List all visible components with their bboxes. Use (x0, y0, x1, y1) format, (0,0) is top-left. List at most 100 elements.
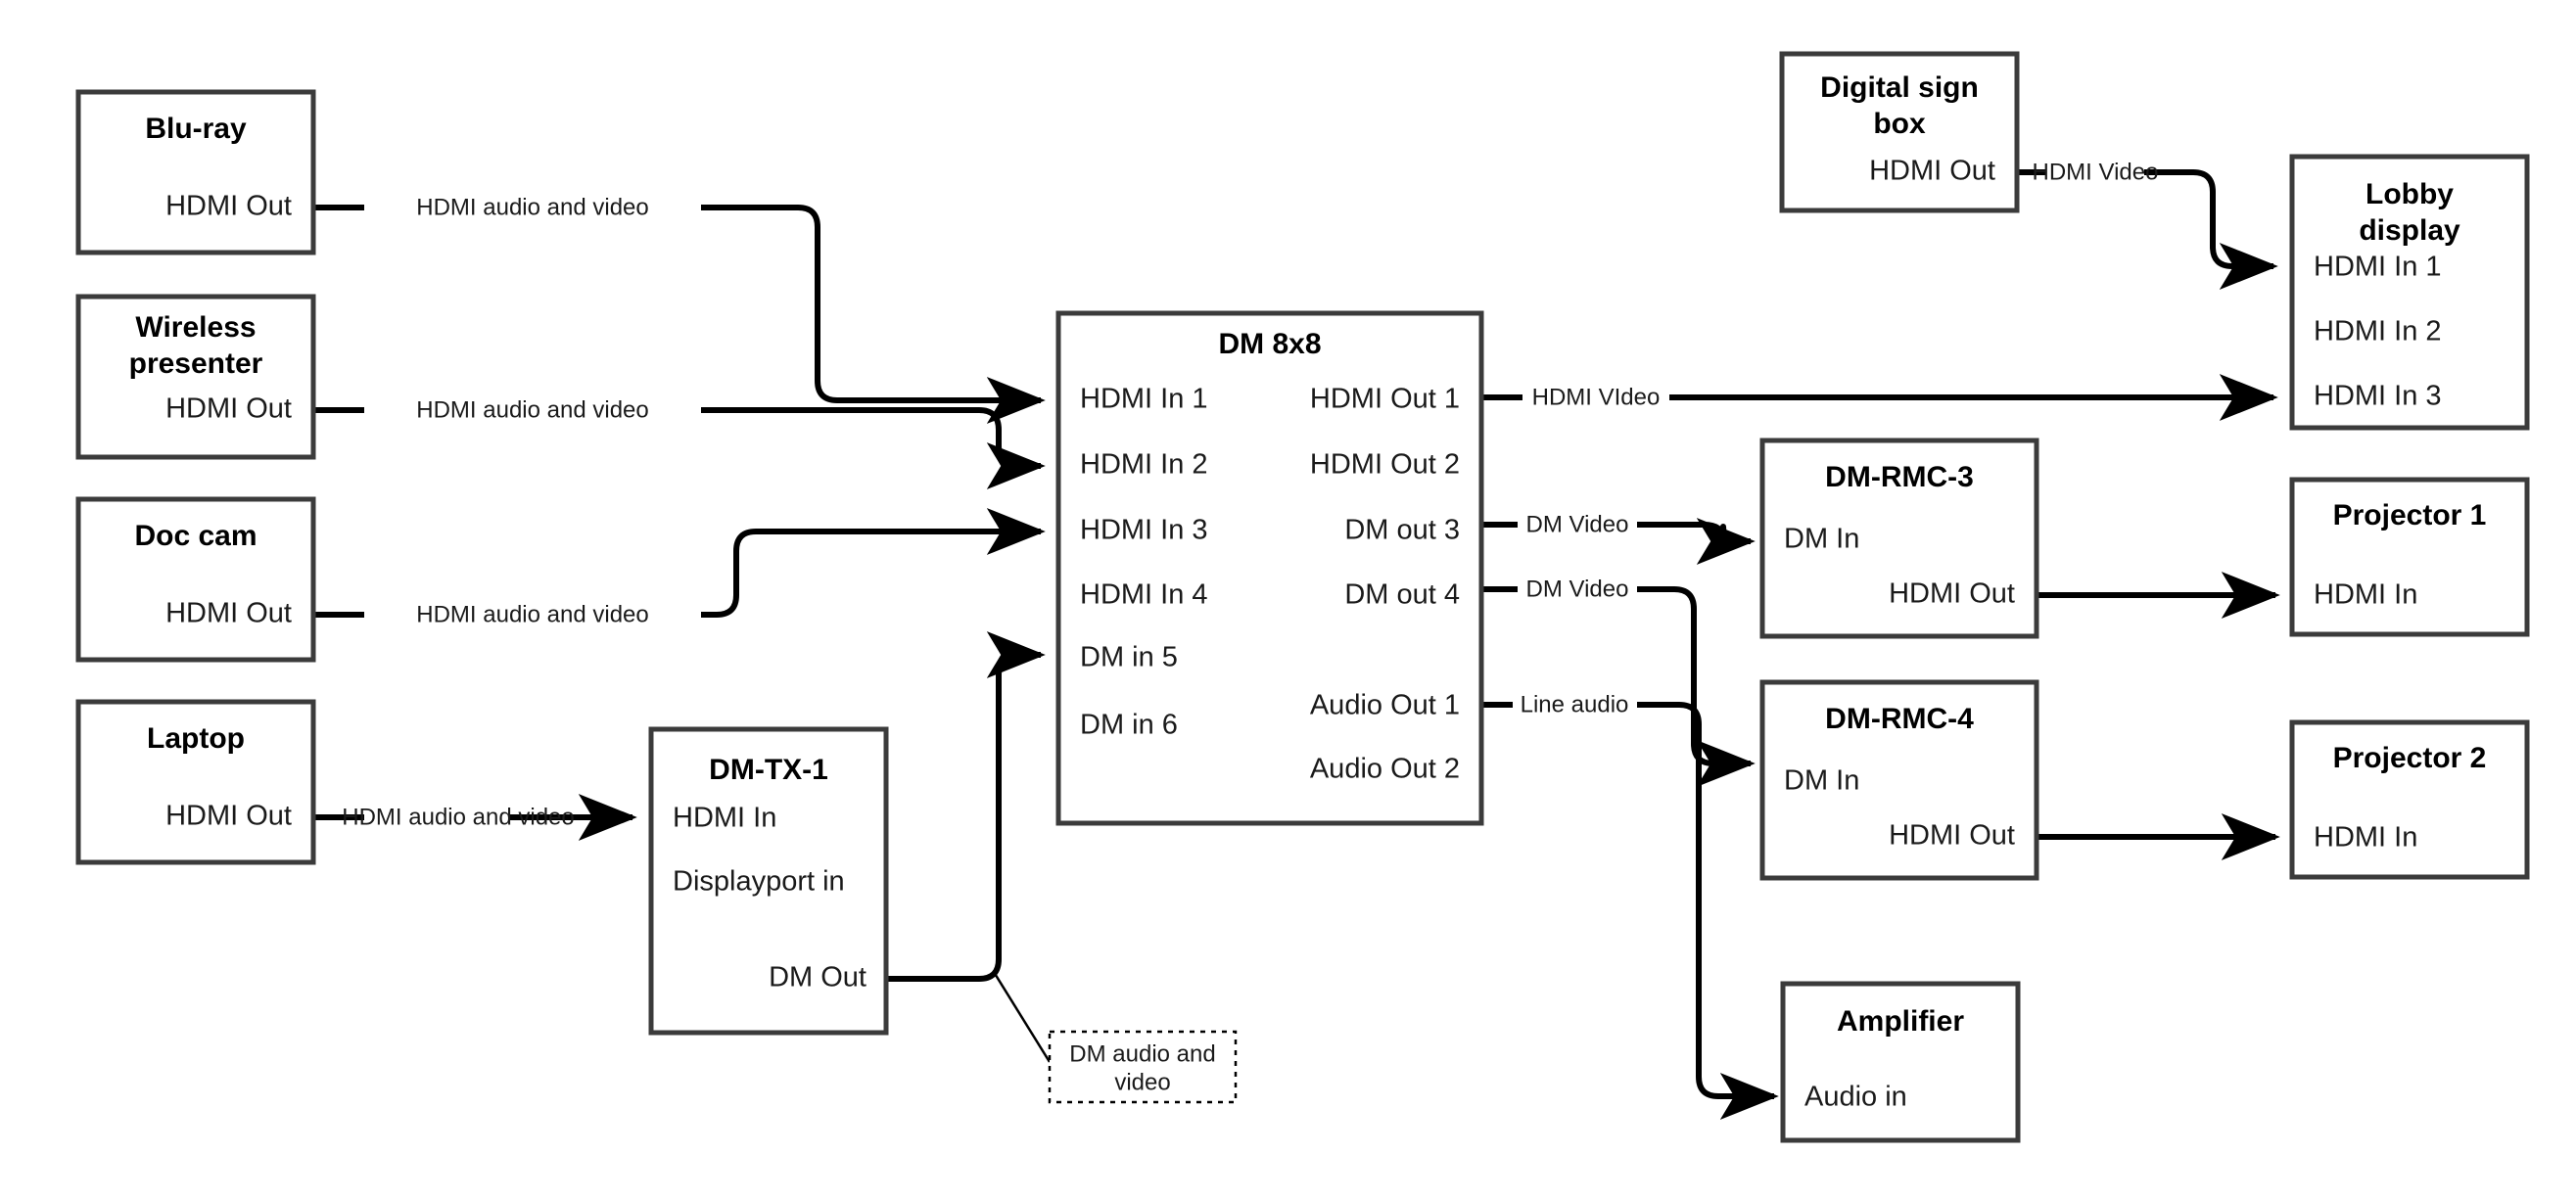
edge-label-hdmi-video-sign: HDMI Video (2033, 159, 2159, 185)
port-dm-8x8-hdmi-in-3: HDMI In 3 (1080, 515, 1208, 546)
port-wireless-presenter-hdmi-out: HDMI Out (165, 393, 292, 425)
node-amplifier[interactable]: Amplifier Audio in (1780, 981, 2021, 1143)
edge-wireless-to-hdmi-in-2: HDMI audio and video (313, 396, 1046, 489)
node-box-rect (2289, 719, 2530, 880)
callout-label-line1: DM audio and (1069, 1040, 1215, 1067)
node-title-wireless-presenter-line1: Wireless (135, 311, 256, 344)
port-doc-cam-hdmi-out: HDMI Out (165, 598, 292, 629)
node-box-rect (75, 89, 316, 255)
wire-segment (701, 205, 1046, 424)
wire-segment (1637, 518, 1756, 565)
edge-laptop-to-dmtx1: HDMI audio and video (313, 794, 637, 841)
wire-segment (1637, 586, 1756, 787)
wire-segment (2144, 169, 2278, 290)
port-dm-8x8-dm-in-6: DM in 6 (1080, 710, 1178, 741)
port-dm-rmc-3-hdmi-out: HDMI Out (1889, 578, 2015, 610)
node-title-wireless-presenter-line2: presenter (129, 347, 263, 380)
node-title-dm-rmc-3: DM-RMC-3 (1825, 461, 1974, 493)
wire-segment (701, 508, 1046, 618)
node-title-projector-1: Projector 1 (2333, 499, 2487, 531)
callout-box-rect (1048, 1030, 1238, 1104)
node-box-rect (1055, 310, 1484, 826)
node-box-rect (75, 699, 316, 865)
port-dm-8x8-audio-out-2: Audio Out 2 (1310, 754, 1460, 785)
node-box-rect (648, 726, 889, 1036)
node-dm-8x8[interactable]: DM 8x8 HDMI In 1 HDMI In 2 HDMI In 3 HDM… (1055, 310, 1484, 826)
port-dm-tx-1-displayport-in: Displayport in (673, 866, 845, 898)
port-lobby-display-hdmi-in-2: HDMI In 2 (2314, 316, 2442, 347)
node-title-dm-8x8: DM 8x8 (1218, 328, 1321, 360)
port-dm-tx-1-hdmi-in: HDMI In (673, 803, 776, 834)
edge-sign-to-lobby-in-1: HDMI Video (2017, 159, 2278, 290)
node-dm-rmc-3[interactable]: DM-RMC-3 DM In HDMI Out (1759, 438, 2039, 639)
port-projector-1-hdmi-in: HDMI In (2314, 579, 2417, 611)
node-title-lobby-display-line2: display (2359, 214, 2460, 247)
node-projector-2[interactable]: Projector 2 HDMI In (2289, 719, 2530, 880)
edge-label-wireless: HDMI audio and video (416, 396, 648, 423)
wire-segment (701, 407, 1046, 489)
edge-label-bluray: HDMI audio and video (416, 194, 648, 220)
node-doc-cam[interactable]: Doc cam HDMI Out (75, 496, 316, 663)
node-dm-rmc-4[interactable]: DM-RMC-4 DM In HDMI Out (1759, 679, 2039, 881)
node-wireless-presenter[interactable]: Wireless presenter HDMI Out (75, 294, 316, 460)
node-title-amplifier: Amplifier (1837, 1005, 1964, 1038)
callout-label-line2: video (1114, 1069, 1170, 1095)
edge-bluray-to-hdmi-in-1: HDMI audio and video (313, 194, 1046, 424)
node-box-rect (2289, 154, 2530, 431)
node-projector-1[interactable]: Projector 1 HDMI In (2289, 477, 2530, 637)
port-lobby-display-hdmi-in-3: HDMI In 3 (2314, 381, 2442, 412)
edge-label-hdmi-video-out1: HDMI VIdeo (1532, 384, 1661, 410)
port-dm-rmc-3-dm-in: DM In (1784, 524, 1859, 555)
node-box-rect (1780, 981, 2021, 1143)
callout-dm-audio-and-video: DM audio and video (1048, 1030, 1238, 1104)
node-title-doc-cam: Doc cam (134, 520, 257, 552)
edge-dm-out-4-to-rmc4: DM Video (1481, 576, 1756, 787)
node-title-digital-sign-box-line2: box (1873, 108, 1926, 140)
port-dm-8x8-hdmi-in-2: HDMI In 2 (1080, 449, 1208, 481)
edge-label-doccam: HDMI audio and video (416, 601, 648, 627)
node-dm-tx-1[interactable]: DM-TX-1 HDMI In Displayport in DM Out (648, 726, 889, 1036)
port-dm-8x8-hdmi-in-4: HDMI In 4 (1080, 579, 1208, 611)
port-dm-8x8-audio-out-1: Audio Out 1 (1310, 690, 1460, 721)
node-digital-sign-box[interactable]: Digital sign box HDMI Out (1779, 51, 2020, 213)
edge-label-dm-video-3: DM Video (1526, 511, 1629, 537)
edge-audio-out-1-to-amplifier: Line audio (1481, 691, 1779, 1120)
port-dm-8x8-dm-out-3: DM out 3 (1344, 515, 1460, 546)
node-blu-ray[interactable]: Blu-ray HDMI Out (75, 89, 316, 255)
port-dm-rmc-4-dm-in: DM In (1784, 765, 1859, 797)
edge-dmtx1-to-dm-in-5 (886, 631, 1052, 1063)
node-box-rect (75, 496, 316, 663)
port-dm-8x8-dm-out-4: DM out 4 (1344, 579, 1460, 611)
node-box-rect (1759, 679, 2039, 881)
edge-hdmi-out-1-to-lobby-in-3: HDMI VIdeo (1481, 374, 2278, 421)
port-amplifier-audio-in: Audio in (1804, 1082, 1907, 1113)
node-title-lobby-display-line1: Lobby (2365, 178, 2454, 210)
port-dm-rmc-4-hdmi-out: HDMI Out (1889, 820, 2015, 852)
edge-doccam-to-hdmi-in-3: HDMI audio and video (313, 508, 1046, 627)
node-lobby-display[interactable]: Lobby display HDMI In 1 HDMI In 2 HDMI I… (2289, 154, 2530, 431)
node-box-rect (75, 294, 316, 460)
port-dm-8x8-hdmi-out-1: HDMI Out 1 (1310, 384, 1460, 415)
node-laptop[interactable]: Laptop HDMI Out (75, 699, 316, 865)
port-dm-tx-1-dm-out: DM Out (769, 962, 866, 993)
edge-label-laptop: HDMI audio and video (342, 804, 574, 830)
node-title-blu-ray: Blu-ray (145, 113, 247, 145)
port-lobby-display-hdmi-in-1: HDMI In 1 (2314, 252, 2442, 283)
port-dm-8x8-hdmi-out-2: HDMI Out 2 (1310, 449, 1460, 481)
edge-label-line-audio: Line audio (1521, 691, 1629, 717)
port-projector-2-hdmi-in: HDMI In (2314, 822, 2417, 854)
wire-segment (886, 631, 1046, 982)
port-dm-8x8-dm-in-5: DM in 5 (1080, 642, 1178, 673)
callout-leader-line (992, 971, 1052, 1063)
port-laptop-hdmi-out: HDMI Out (165, 801, 292, 832)
node-title-laptop: Laptop (147, 722, 245, 755)
node-box-rect (1759, 438, 2039, 639)
node-box-rect (2289, 477, 2530, 637)
wire-segment (1637, 702, 1779, 1120)
node-box-rect (1779, 51, 2020, 213)
port-blu-ray-hdmi-out: HDMI Out (165, 191, 292, 222)
edge-label-dm-video-4: DM Video (1526, 576, 1629, 602)
node-title-dm-rmc-4: DM-RMC-4 (1825, 703, 1974, 735)
